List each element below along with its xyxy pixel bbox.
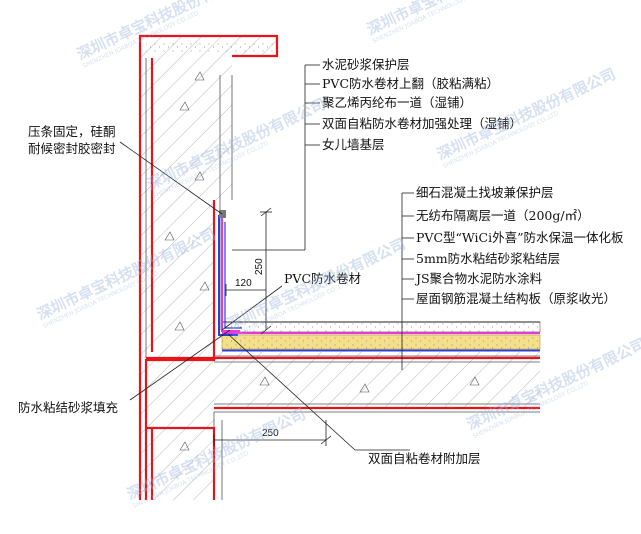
- label-self-adhesive-reinforce: 双面自粘防水卷材加强处理（湿铺）: [322, 116, 522, 131]
- label-cement-protect: 水泥砂浆保护层: [322, 57, 410, 72]
- dim-bottom-extension: 250: [262, 428, 279, 439]
- dim-vertical-upturn: 250: [254, 258, 265, 275]
- dim-corner-offset: 120: [235, 278, 252, 289]
- aggregate-marks: [164, 71, 480, 451]
- label-js-coating: JS聚合物水泥防水涂料: [414, 271, 543, 286]
- label-press-strip-2: 耐候密封胶密封: [28, 141, 116, 156]
- label-fine-concrete: 细石混凝土找坡兼保护层: [416, 185, 554, 200]
- label-mortar-5mm: 5mm防水粘结砂浆粘结层: [416, 251, 560, 266]
- label-self-adhesive-extra: 双面自粘卷材附加层: [368, 451, 481, 466]
- label-parapet-base: 女儿墙基层: [322, 137, 385, 152]
- label-pe-fabric: 聚乙烯丙纶布一道（湿铺）: [322, 95, 472, 110]
- label-pvc-wici: PVC型“WiCi外喜”防水保温一体化板: [416, 230, 624, 245]
- label-slab: 屋面钢筋混凝土结构板（原浆收光）: [416, 291, 616, 306]
- leader-lines: [119, 64, 414, 451]
- label-pvc-membrane: PVC防水卷材: [284, 271, 361, 286]
- label-press-strip-1: 压条固定，硅酮: [28, 124, 116, 139]
- label-mortar-fill: 防水粘结砂浆填充: [18, 400, 118, 415]
- parapet-red-outline: [138, 34, 540, 500]
- roof-layers: [221, 321, 541, 352]
- concrete-hatch: [140, 36, 540, 500]
- label-nonwoven: 无纺布隔离层一道（200g/㎡）: [416, 208, 590, 223]
- dimension-lines: [213, 207, 332, 446]
- label-pvc-upturn: PVC防水卷材上翻（胶粘满粘）: [322, 76, 499, 91]
- inner-structure-lines: [145, 58, 540, 500]
